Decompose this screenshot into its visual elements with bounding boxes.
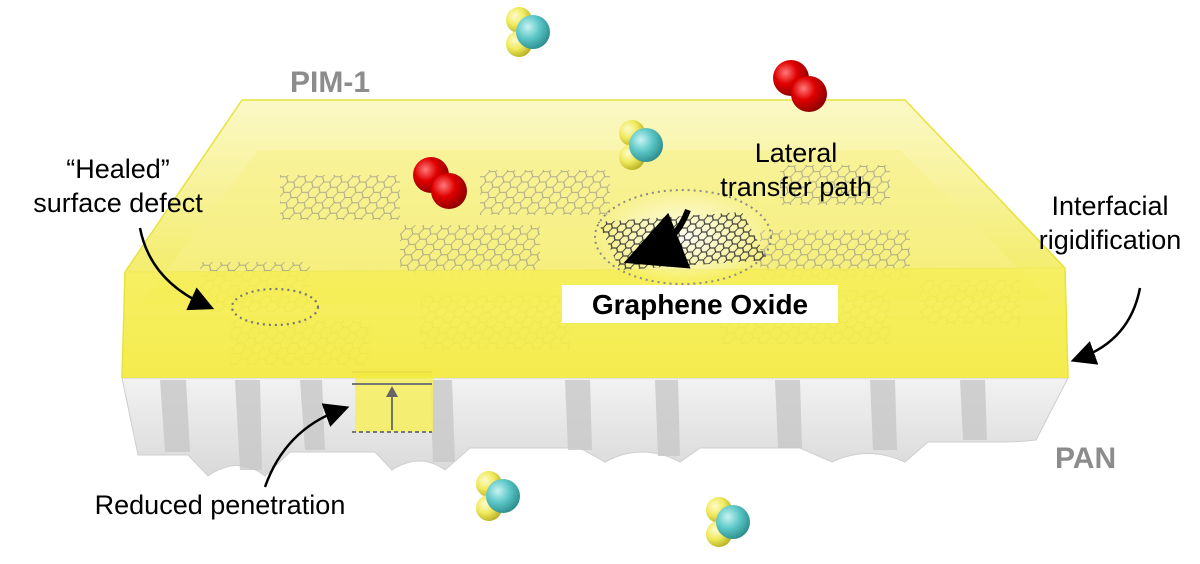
healed-arrow: [138, 227, 215, 311]
interfacial-arrow: [1070, 287, 1142, 365]
healed-label-line1: “Healed”: [66, 154, 170, 184]
reduced-penetration-label: Reduced penetration: [95, 490, 346, 520]
pim1-layer: [121, 99, 1069, 379]
o2-molecule: [413, 157, 467, 209]
lateral-transfer-spot: [594, 189, 772, 285]
pim1-label: PIM-1: [290, 66, 370, 99]
graphene-oxide-label-bg: [562, 285, 838, 323]
healed-label-line2: surface defect: [33, 188, 203, 218]
co2-molecule: [619, 120, 663, 170]
interfacial-label-line2: rigidification: [1039, 225, 1182, 255]
graphene-oxide-label: Graphene Oxide: [592, 289, 808, 320]
co2-molecule: [506, 7, 550, 57]
o2-molecule: [773, 60, 827, 112]
healed-defect-marker: [230, 287, 320, 327]
co2-molecule: [476, 471, 520, 521]
gas-molecules: [413, 7, 827, 547]
co2-molecule: [706, 497, 750, 547]
lateral-label-line2: transfer path: [720, 172, 872, 202]
pan-support: [121, 371, 1069, 477]
pan-label: PAN: [1055, 442, 1116, 475]
lateral-label-line1: Lateral: [755, 138, 838, 168]
lateral-arrow: [623, 208, 691, 269]
reduced-penetration-arrow: [263, 403, 350, 488]
interfacial-label-line1: Interfacial: [1051, 191, 1168, 221]
